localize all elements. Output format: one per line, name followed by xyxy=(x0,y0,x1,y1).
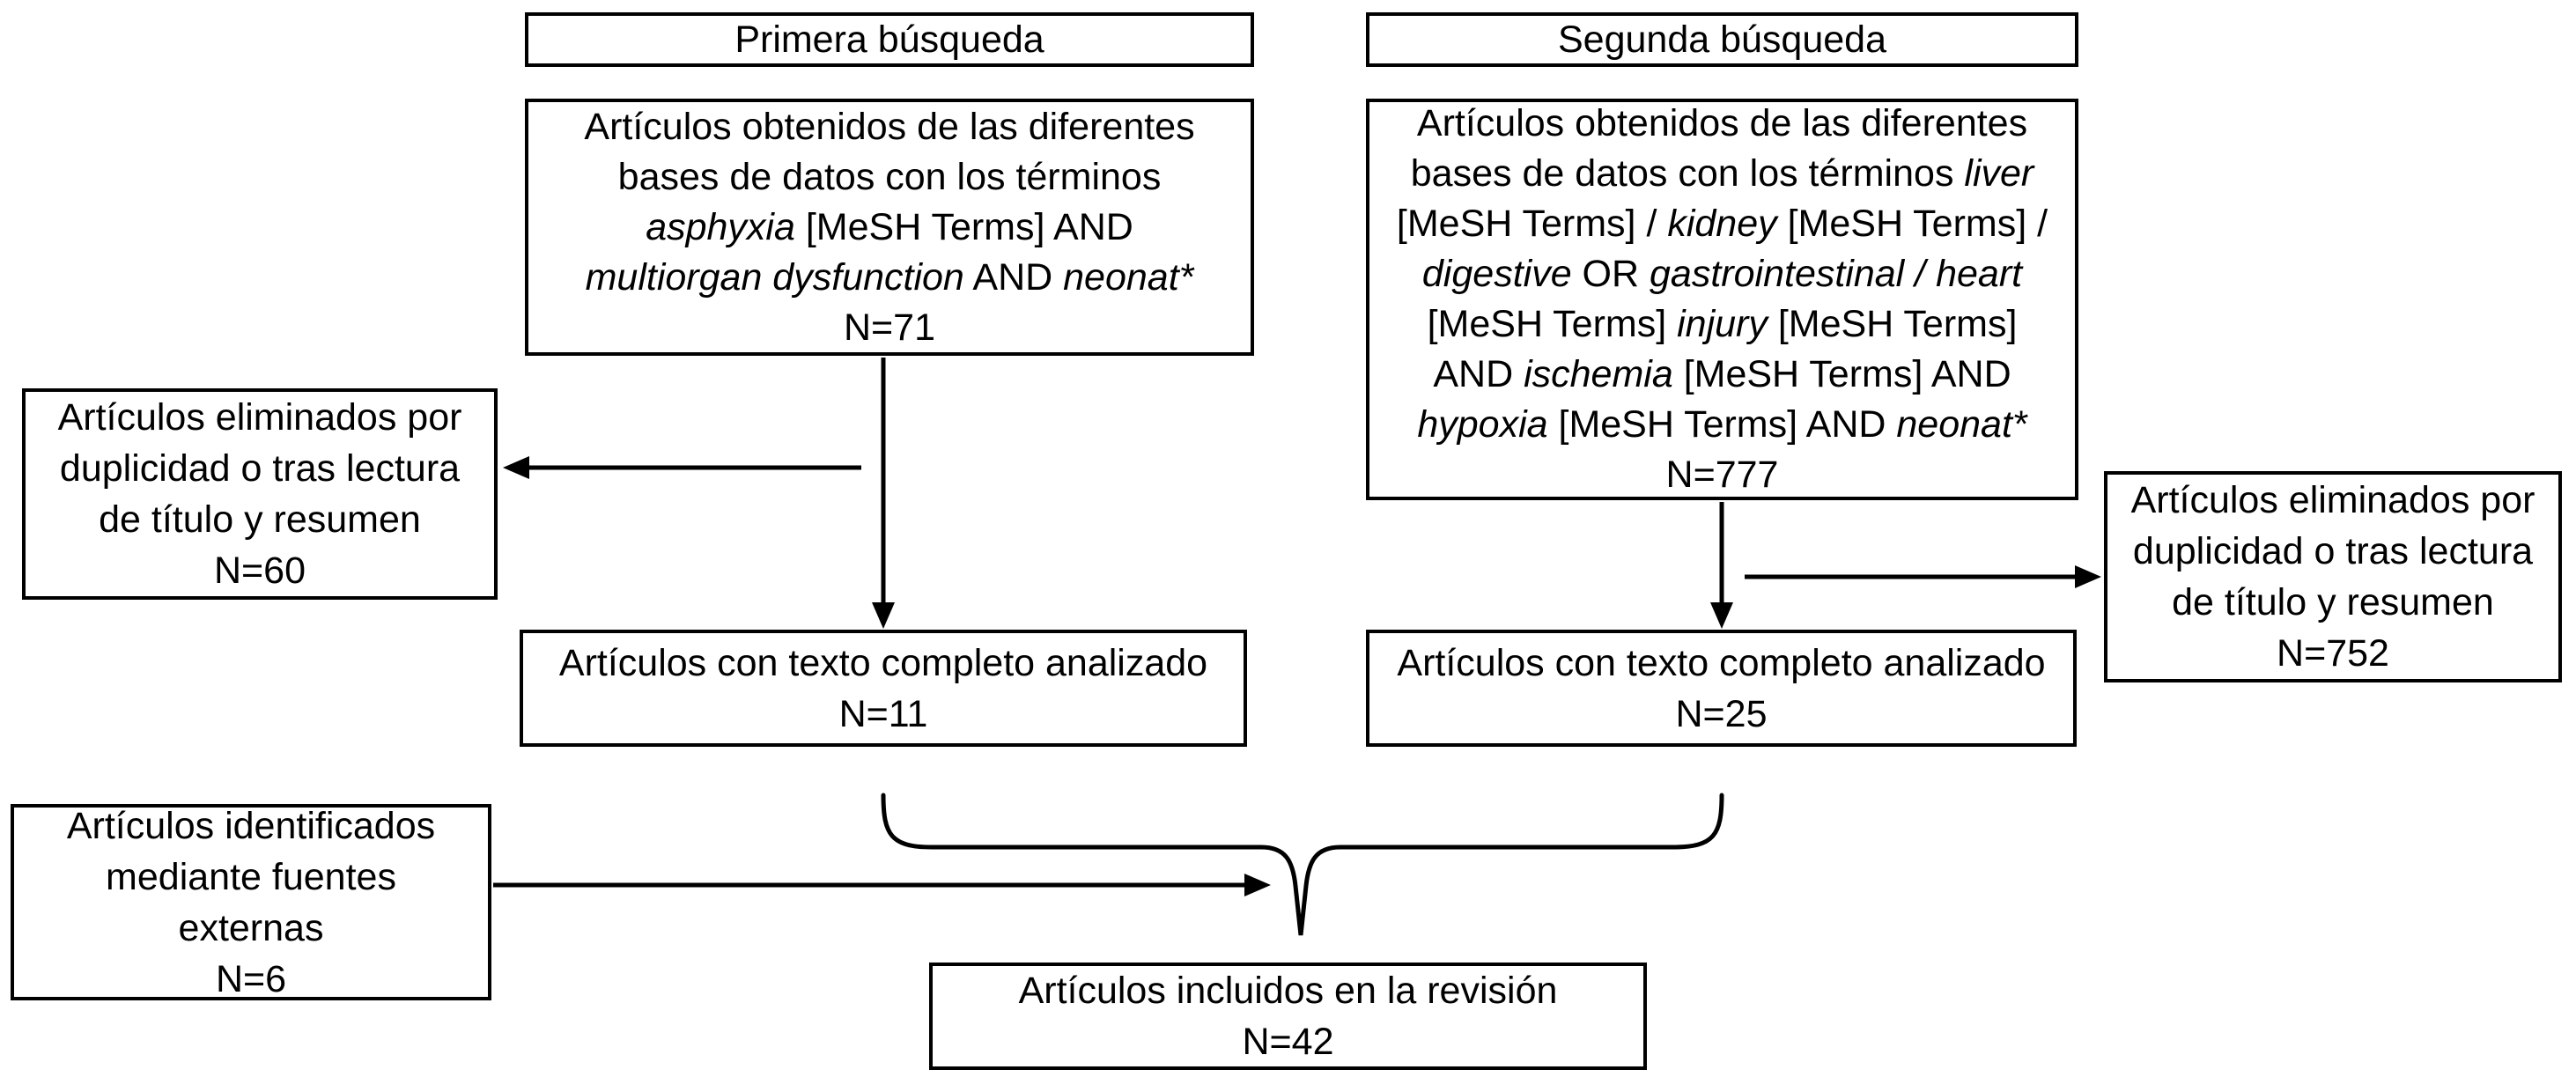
arrowhead-external-sources xyxy=(1244,874,1271,896)
box-text-line: hypoxia [MeSH Terms] AND neonat* xyxy=(1417,403,2027,446)
box-text-line: de título y resumen xyxy=(2172,581,2494,623)
box-text-line: Artículos eliminados por xyxy=(57,396,462,439)
box-text-line: [MeSH Terms] injury [MeSH Terms] xyxy=(1427,303,2018,345)
box-text-line: externas xyxy=(178,906,324,949)
box-text-line: bases de datos con los términos xyxy=(617,155,1162,198)
box-text-line: de título y resumen xyxy=(99,498,421,541)
box-text-line: asphyxia [MeSH Terms] AND xyxy=(646,205,1133,248)
box-segunda-busqueda-terms: Artículos obtenidos de las diferentes bas… xyxy=(1366,99,2078,500)
box-primera-busqueda-header: Primera búsqueda xyxy=(525,12,1254,67)
box-text-line: Artículos obtenidos de las diferentes xyxy=(1416,102,2028,144)
box-eliminados-derecha: Artículos eliminados por duplicidad o tra… xyxy=(2104,471,2562,682)
box-text-line: N=60 xyxy=(214,550,306,592)
box-text-line: [MeSH Terms] / kidney [MeSH Terms] / xyxy=(1396,203,2048,245)
box-text-line: bases de datos con los términos liver xyxy=(1410,152,2034,195)
merge-brace xyxy=(881,793,1724,936)
box-text-line: N=752 xyxy=(2277,632,2389,675)
box-text-line: N=71 xyxy=(844,306,935,349)
box-text-line: N=25 xyxy=(1675,692,1768,735)
box-text-line: duplicidad o tras lectura xyxy=(59,447,461,490)
box-text-line: N=11 xyxy=(838,692,928,735)
box-fuentes-externas: Artículos identificados mediante fuentes e… xyxy=(11,804,491,1000)
box-text-line: Artículos con texto completo analizado xyxy=(1397,641,2046,684)
arrowhead-to-eliminated-left xyxy=(503,456,529,479)
box-text-line: mediante fuentes xyxy=(106,855,396,898)
box-text-line: N=6 xyxy=(215,957,287,1000)
box-text-line: AND ischemia [MeSH Terms] AND xyxy=(1433,353,2011,395)
box-eliminados-izquierda: Artículos eliminados por duplicidad o tra… xyxy=(22,388,498,600)
box-text-line: digestive OR gastrointestinal / heart xyxy=(1421,253,2023,295)
box-text-line: multiorgan dysfunction AND neonat* xyxy=(585,255,1194,299)
box-text-line: Artículos incluidos en la revisión xyxy=(1018,970,1558,1012)
box-text-line: duplicidad o tras lectura xyxy=(2132,530,2534,572)
arrowhead-second-search-down xyxy=(1710,602,1733,629)
arrowhead-to-eliminated-right xyxy=(2075,565,2101,588)
box-segunda-busqueda-header: Segunda búsqueda xyxy=(1366,12,2078,67)
box-text-line: Artículos eliminados por xyxy=(2130,479,2535,521)
box-text-line: N=42 xyxy=(1242,1021,1334,1063)
box-text-line: Artículos identificados xyxy=(66,804,436,847)
box-text-line: Artículos con texto completo analizado xyxy=(558,641,1208,684)
arrowhead-first-search-down xyxy=(872,602,895,629)
box-text-line: N=777 xyxy=(1665,454,1779,496)
box-primera-busqueda-terms: Artículos obtenidos de las diferentes bas… xyxy=(525,99,1254,356)
box-text-line: Artículos obtenidos de las diferentes xyxy=(584,105,1195,148)
